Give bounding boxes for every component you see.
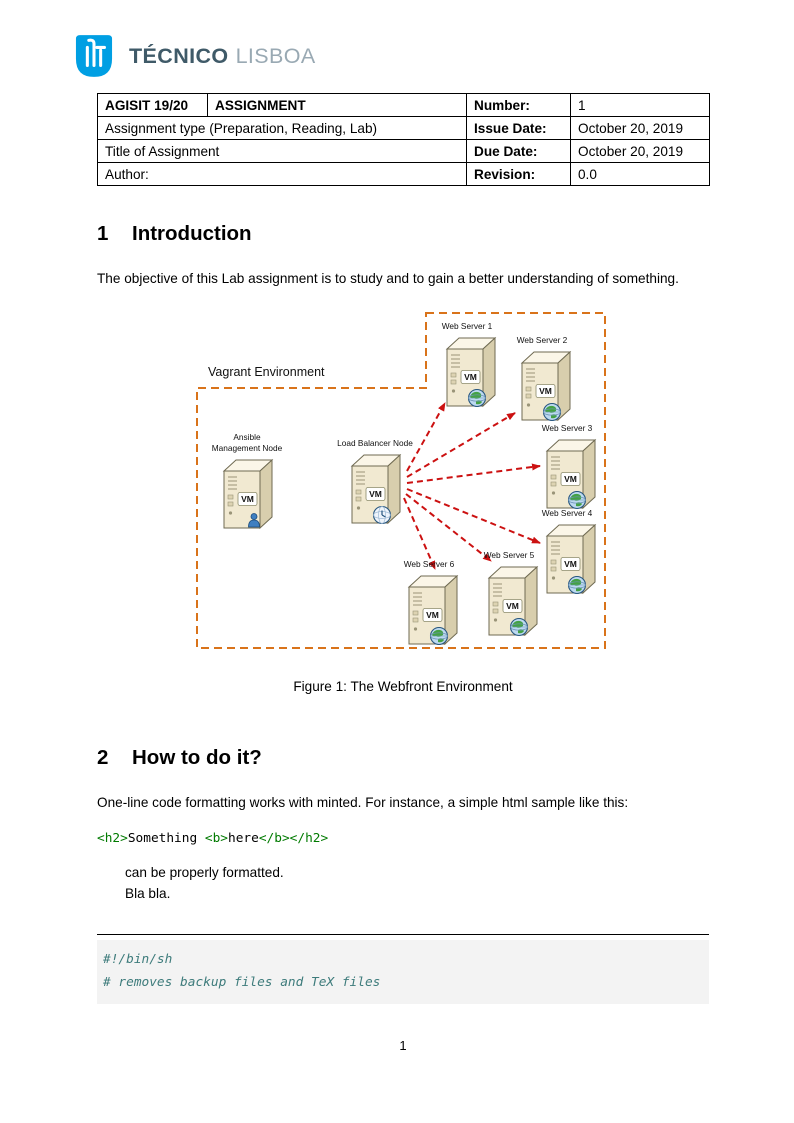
arrow-lb-to-ws2 [406,412,516,478]
table-cell-title: Title of Assignment [97,139,467,163]
quoted-text-block: can be properly formatted. Bla bla. [125,862,709,904]
code-tag-open-b: <b> [204,831,228,846]
logo-word-lisboa: LISBOA [235,43,316,68]
node-web-server-6: VM [408,575,458,646]
node-label-web-server-3: Web Server 3 [542,423,593,433]
inline-html-code-sample: <h2>Something <b>here</b></h2> [97,831,709,846]
node-label-web-server-1: Web Server 1 [442,321,493,331]
vm-label: VM [426,610,439,620]
assignment-header-table: AGISIT 19/20 ASSIGNMENT Number: 1 Assign… [97,93,710,186]
node-web-server-1: VM [446,337,496,408]
vm-label: VM [241,494,254,504]
arrow-lb-to-ws3 [406,463,541,484]
arrow-lb-to-ws5 [405,493,492,562]
table-cell-assignment: ASSIGNMENT [207,93,467,117]
page-number: 1 [399,1038,407,1053]
vm-label: VM [506,601,519,611]
section-1-number: 1 [97,222,109,245]
section-2-number: 2 [97,746,109,769]
arrow-lb-to-ws6 [403,497,436,570]
shell-code-line-1: #!/bin/sh [103,952,173,967]
table-row: AGISIT 19/20 ASSIGNMENT Number: 1 [97,93,710,117]
node-label-ansible-line1: Ansible [233,432,261,442]
node-web-server-2: VM [521,351,571,422]
vm-label: VM [564,474,577,484]
node-label-web-server-4: Web Server 4 [542,508,593,518]
tecnico-shield-icon [75,35,113,77]
vagrant-environment-label: Vagrant Environment [208,365,325,379]
vm-label: VM [539,386,552,396]
node-label-web-server-6: Web Server 6 [404,559,455,569]
globe-icon [509,617,529,637]
logo-word-tecnico: TÉCNICO [129,43,229,68]
code-tag-close-b: </b> [258,831,290,846]
table-cell-issue-date-value: October 20, 2019 [570,116,710,140]
load-balancer-arrows [403,402,541,570]
globe-icon [467,388,487,408]
node-label-ansible-line2: Management Node [212,443,283,453]
vm-label: VM [564,559,577,569]
table-cell-due-date-value: October 20, 2019 [570,139,710,163]
node-load-balancer: VM [351,454,401,525]
shell-code-line-2: # removes backup files and TeX files [103,975,381,990]
figure-caption: Figure 1: The Webfront Environment [293,679,513,694]
node-label-web-server-2: Web Server 2 [517,335,568,345]
code-text: Something [127,831,205,846]
howto-paragraph: One-line code formatting works with mint… [97,795,629,810]
globe-icon [542,402,562,422]
node-web-server-4: VM [546,524,596,595]
vm-label: VM [369,489,382,499]
clock-icon [372,505,392,525]
section-1-heading: 1 Introduction [97,222,709,246]
table-cell-issue-date-label: Issue Date: [466,116,571,140]
code-tag-close-h2: </h2> [289,831,329,846]
globe-icon [429,626,449,646]
node-web-server-3: VM [546,439,596,510]
arrow-lb-to-ws1 [406,402,446,472]
vagrant-environment-box [196,312,606,649]
intro-paragraph: The objective of this Lab assignment is … [97,271,679,286]
table-row: Author: Revision: 0.0 [97,162,710,186]
code-text: here [228,831,259,846]
globe-icon [567,490,587,510]
quote-line-2: Bla bla. [125,886,171,901]
arrow-lb-to-ws4 [406,488,541,544]
quote-line-1: can be properly formatted. [125,865,284,880]
table-cell-revision-value: 0.0 [570,162,710,186]
table-row: Title of Assignment Due Date: October 20… [97,139,710,163]
table-row: Assignment type (Preparation, Reading, L… [97,116,710,140]
globe-icon [567,575,587,595]
webfront-environment-diagram: Vagrant Environment Ansible Management N… [196,312,606,649]
table-cell-revision-label: Revision: [466,162,571,186]
table-cell-course: AGISIT 19/20 [97,93,208,117]
vm-label: VM [464,372,477,382]
section-2-heading: 2 How to do it? [97,746,709,770]
table-cell-number-label: Number: [466,93,571,117]
code-tag-open-h2: <h2> [97,831,128,846]
table-cell-author: Author: [97,162,467,186]
node-ansible-management: VM [223,459,273,529]
node-label-web-server-5: Web Server 5 [484,550,535,560]
shell-code-background: #!/bin/sh # removes backup files and TeX… [97,940,709,1004]
section-2-title: How to do it? [132,746,262,769]
node-label-load-balancer: Load Balancer Node [337,438,413,448]
table-cell-number-value: 1 [570,93,710,117]
table-cell-assignment-type: Assignment type (Preparation, Reading, L… [97,116,467,140]
table-cell-due-date-label: Due Date: [466,139,571,163]
section-1-title: Introduction [132,222,252,245]
shell-code-block: #!/bin/sh # removes backup files and TeX… [97,934,709,1004]
node-web-server-5: VM [488,566,538,637]
